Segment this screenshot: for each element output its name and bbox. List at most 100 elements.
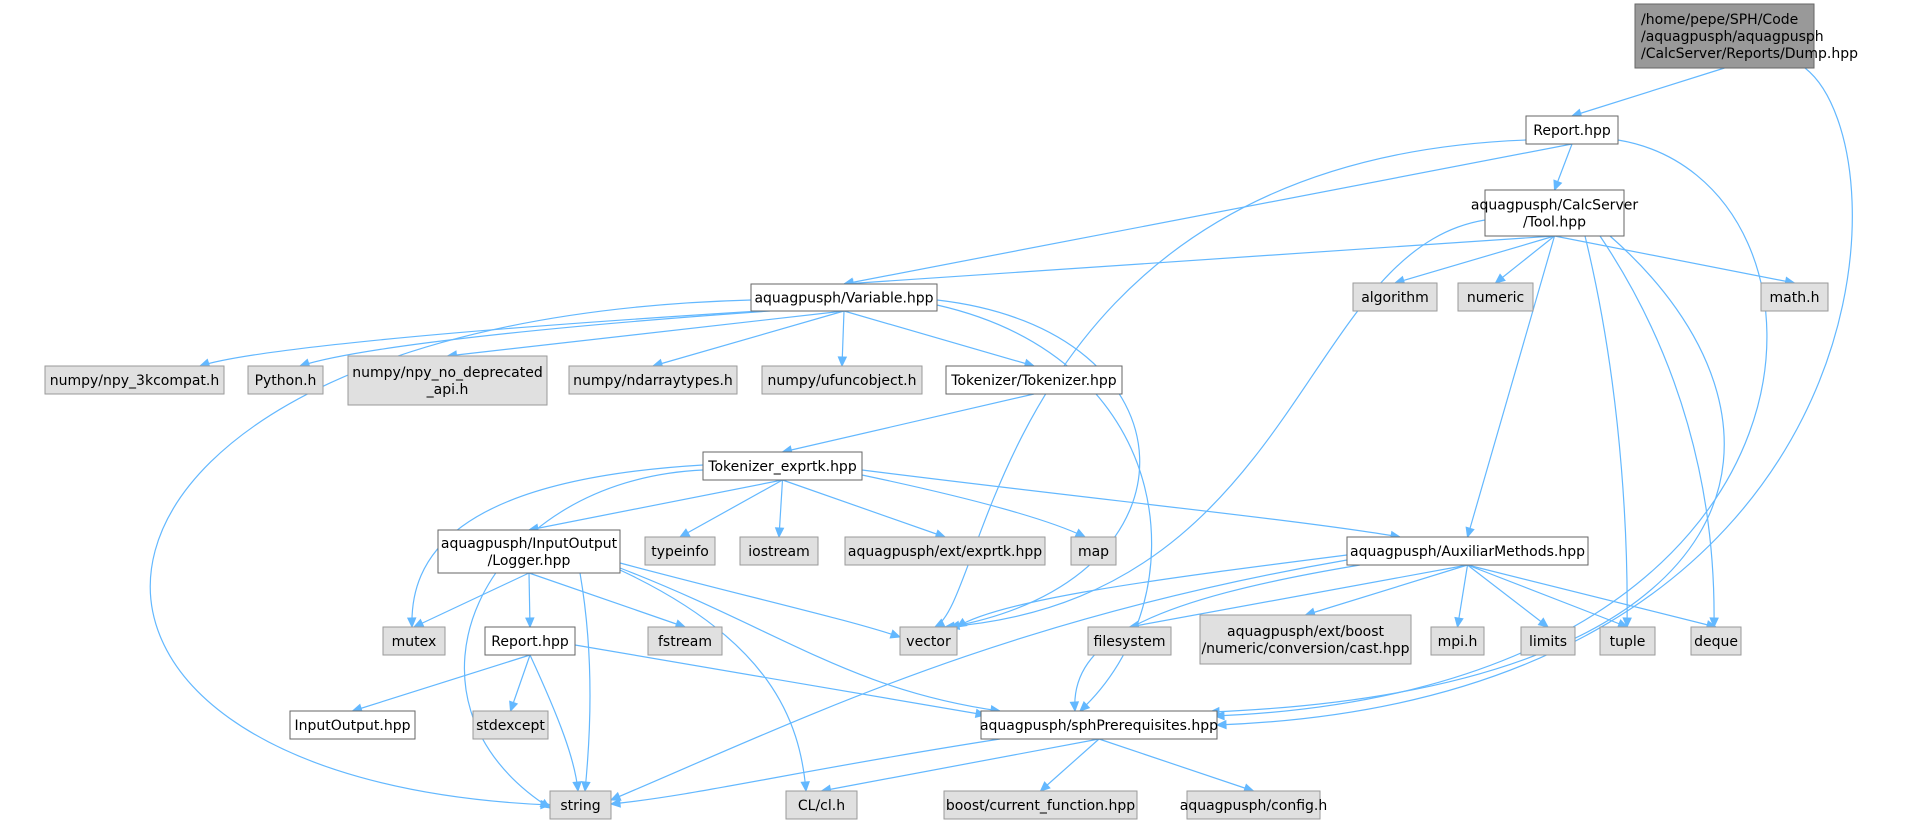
- node-box-vector: [899, 626, 958, 656]
- node-inputoutput[interactable]: InputOutput.hpp: [289, 710, 416, 740]
- edge-tool-to-deque: [1599, 235, 1715, 628]
- node-label-python-0: Python.h: [255, 373, 317, 389]
- edge-logger-to-sphprereq: [619, 567, 1001, 712]
- node-label-inputoutput-0: InputOutput.hpp: [295, 718, 411, 734]
- node-label-variable-0: aquagpusph/Variable.hpp: [754, 291, 933, 307]
- edge-tool-to-math: [1554, 235, 1795, 284]
- node-logger[interactable]: aquagpusph/InputOutput/Logger.hpp: [437, 529, 621, 574]
- edge-logger-to-vector: [619, 562, 901, 638]
- node-box-numeric: [1457, 282, 1534, 312]
- node-label-numeric-0: numeric: [1467, 290, 1524, 306]
- edge-tok_exprtk-to-mutex: [411, 464, 704, 628]
- node-label-npynodep-0: numpy/npy_no_deprecated: [352, 365, 542, 381]
- edge-auxiliar-to-boostcast: [1305, 564, 1468, 616]
- edge-auxiliar-to-vector: [956, 554, 1348, 628]
- node-box-sphprereq: [980, 710, 1218, 740]
- node-mpi: mpi.h: [1430, 626, 1485, 656]
- arrowhead-logger-to-report_io: [525, 617, 535, 629]
- edge-report_io-to-string: [529, 654, 579, 792]
- node-label-tool-1: /Tool.hpp: [1523, 215, 1586, 231]
- node-box-boostfunc: [943, 790, 1138, 820]
- node-tool[interactable]: aquagpusph/CalcServer/Tool.hpp: [1471, 189, 1638, 237]
- node-exprtk: aquagpusph/ext/exprtk.hpp: [844, 536, 1046, 566]
- arrowhead-variable-to-sphprereq: [1079, 701, 1091, 712]
- edge-auxiliar-to-deque: [1467, 564, 1717, 628]
- node-box-ndarraytypes: [568, 365, 738, 395]
- node-box-filesystem: [1087, 626, 1172, 656]
- edge-tok_exprtk-to-logger: [528, 479, 783, 531]
- node-tokenizer[interactable]: Tokenizer/Tokenizer.hpp: [945, 365, 1123, 395]
- node-label-math-0: math.h: [1770, 290, 1820, 306]
- arrowhead-logger-to-string: [581, 781, 591, 793]
- node-numeric: numeric: [1457, 282, 1534, 312]
- arrowhead-logger-to-clh: [800, 781, 810, 793]
- node-box-logger: [437, 529, 621, 574]
- node-ufuncobject: numpy/ufuncobject.h: [761, 365, 923, 395]
- node-label-dump-2: /CalcServer/Reports/Dump.hpp: [1641, 46, 1858, 62]
- node-label-dump-0: /home/pepe/SPH/Code: [1641, 12, 1798, 28]
- node-filesystem: filesystem: [1087, 626, 1172, 656]
- node-box-stdexcept: [472, 710, 549, 740]
- node-label-boostcast-0: aquagpusph/ext/boost: [1227, 624, 1385, 640]
- node-box-algorithm: [1352, 282, 1438, 312]
- node-box-typeinfo: [644, 536, 716, 566]
- node-auxiliar[interactable]: aquagpusph/AuxiliarMethods.hpp: [1346, 536, 1589, 566]
- arrowhead-tool-to-tuple: [1622, 617, 1632, 629]
- edge-report_io-to-inputoutput: [352, 654, 531, 712]
- node-clh: CL/cl.h: [785, 790, 858, 820]
- arrowhead-tok_exprtk-to-typeinfo: [678, 528, 691, 538]
- arrowhead-logger-to-mutex: [412, 618, 425, 628]
- arrowhead-auxiliar-to-string: [609, 791, 622, 801]
- node-label-dump-1: /aquagpusph/aquagpusph: [1641, 29, 1824, 45]
- node-label-algorithm-0: algorithm: [1361, 290, 1429, 306]
- node-label-mutex-0: mutex: [392, 634, 437, 650]
- edge-report_top-to-sphprereq: [1214, 139, 1768, 717]
- arrowhead-tool-to-numeric: [1494, 273, 1506, 284]
- node-box-inputoutput: [289, 710, 416, 740]
- edge-tool-to-sphprereq: [1209, 235, 1725, 713]
- node-box-mutex: [382, 626, 446, 656]
- edge-logger-to-fstream: [528, 572, 686, 628]
- arrowhead-report_top-to-tool: [1553, 179, 1563, 192]
- node-label-report_io-0: Report.hpp: [491, 634, 569, 650]
- node-box-report_io: [484, 626, 576, 656]
- arrowhead-logger-to-vector: [889, 629, 902, 639]
- arrowhead-tok_exprtk-to-iostream: [774, 527, 785, 539]
- edge-sphprereq-to-clh: [821, 738, 1100, 792]
- node-variable[interactable]: aquagpusph/Variable.hpp: [750, 283, 938, 312]
- arrowhead-dump-to-sphprereq: [1215, 719, 1227, 730]
- edge-variable-to-tokenizer: [843, 310, 1035, 367]
- arrowhead-report_io-to-string: [572, 781, 582, 793]
- edge-variable-to-npynodep: [447, 310, 845, 357]
- edge-sphprereq-to-boostfunc: [1040, 738, 1100, 792]
- edge-auxiliar-to-mpi: [1456, 564, 1469, 628]
- edge-auxiliar-to-string: [610, 559, 1348, 801]
- node-string: string: [549, 790, 612, 820]
- node-layer: /home/pepe/SPH/Code/aquagpusph/aquagpusp…: [44, 3, 1858, 820]
- node-sphprereq[interactable]: aquagpusph/sphPrerequisites.hpp: [980, 710, 1218, 740]
- node-report_io[interactable]: Report.hpp: [484, 626, 576, 656]
- node-report_top[interactable]: Report.hpp: [1525, 115, 1619, 145]
- node-label-boostcast-1: /numeric/conversion/cast.hpp: [1201, 641, 1409, 657]
- node-label-iostream-0: iostream: [748, 544, 810, 560]
- edge-variable-to-sphprereq: [936, 304, 1153, 712]
- node-label-string-0: string: [560, 798, 600, 814]
- edge-tool-to-tuple: [1584, 235, 1628, 628]
- edge-dump-to-report_top: [1571, 67, 1725, 117]
- edge-layer: [149, 67, 1853, 810]
- edge-variable-to-vector: [936, 299, 1141, 628]
- edge-variable-to-npy3k: [199, 310, 761, 367]
- edge-sphprereq-to-string: [610, 738, 1001, 805]
- node-dump[interactable]: /home/pepe/SPH/Code/aquagpusph/aquagpusp…: [1634, 3, 1858, 69]
- arrowhead-auxiliar-to-sphprereq: [1069, 701, 1080, 713]
- node-label-config-0: aquagpusph/config.h: [1180, 798, 1328, 814]
- node-label-sphprereq-0: aquagpusph/sphPrerequisites.hpp: [980, 718, 1218, 734]
- node-label-limits-0: limits: [1529, 634, 1567, 650]
- edge-dump-to-sphprereq: [1216, 67, 1853, 726]
- node-tok_exprtk[interactable]: Tokenizer_exprtk.hpp: [702, 451, 863, 481]
- arrowhead-tool-to-deque: [1709, 617, 1719, 629]
- node-limits: limits: [1520, 626, 1576, 656]
- edge-auxiliar-to-filesystem: [1129, 564, 1468, 628]
- arrowhead-auxiliar-to-limits: [1537, 617, 1549, 628]
